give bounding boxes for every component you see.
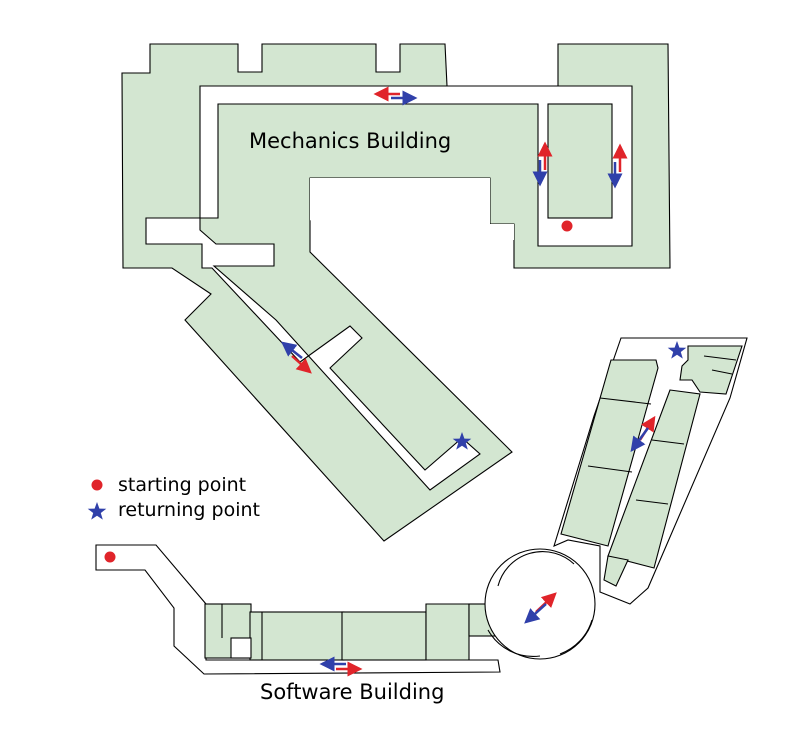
mechanics-building-label: Mechanics Building: [249, 129, 451, 153]
return-point-marker-software: [667, 341, 687, 359]
route-arrows-mechanics: [281, 86, 628, 374]
route-arrows-software: [319, 415, 656, 677]
mechanics-building: Mechanics Building: [121, 43, 671, 542]
mechanics-inner-block: [547, 103, 613, 219]
software-room-3: [425, 603, 470, 661]
mechanics-courtyard: [310, 178, 514, 240]
mechanics-footprint: [121, 43, 671, 542]
start-point-marker-software: [104, 551, 116, 563]
software-rotunda: [484, 548, 596, 660]
start-point-marker: [561, 220, 573, 232]
software-building-label: Software Building: [260, 680, 444, 704]
return-point-marker: [452, 432, 472, 450]
software-building: Software Building: [95, 337, 748, 704]
software-stair: [230, 637, 252, 659]
software-room-2: [341, 611, 427, 661]
legend: starting point returning point: [87, 474, 260, 521]
software-ne-small-room: [603, 555, 629, 587]
blue-star-icon: [87, 502, 107, 520]
software-ne-corner-rooms: [679, 345, 743, 395]
red-dot-icon: [91, 479, 103, 491]
software-ne-rooms-west: [560, 359, 659, 547]
software-room-1: [249, 611, 345, 661]
software-ne-rooms-east: [607, 389, 701, 569]
legend-start-label: starting point: [118, 474, 246, 496]
legend-return-label: returning point: [118, 499, 260, 521]
